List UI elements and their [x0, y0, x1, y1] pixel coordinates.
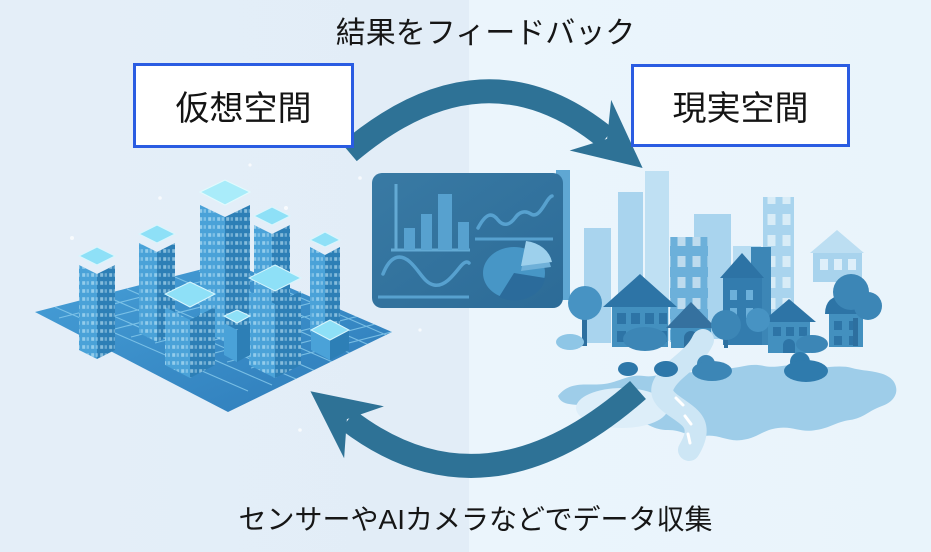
iso-building [222, 309, 252, 362]
top-caption: 結果をフィードバック [335, 17, 636, 50]
feedback-arrow-top [341, 79, 643, 168]
virtual-city-illustration [35, 179, 392, 412]
sparkle-dots [70, 163, 422, 432]
tree [746, 308, 770, 332]
virtual-space-label: 仮想空間 [175, 90, 312, 128]
iso-building [198, 179, 252, 342]
road [651, 329, 714, 461]
iso-building [309, 319, 351, 360]
dashboard-panel [372, 173, 563, 308]
house [810, 230, 864, 282]
bar-chart-icon [391, 184, 470, 252]
tree [568, 286, 602, 346]
iso-building [163, 281, 217, 378]
line-chart-icon [475, 194, 554, 241]
iso-building [308, 231, 342, 340]
iso-building [77, 246, 117, 359]
bottom-caption: センサーやAIカメラなどでデータ収集 [238, 504, 713, 535]
iso-building [247, 264, 303, 378]
wave-chart-icon [378, 255, 471, 299]
tree [833, 274, 882, 346]
real-space-label: 現実空間 [672, 90, 809, 128]
data-collection-arrow-bottom [310, 380, 646, 478]
bushes [556, 327, 828, 382]
virtual-space-box: 仮想空間 [133, 63, 354, 148]
iso-building [137, 224, 177, 342]
cycle-arrows [310, 79, 646, 478]
pie-chart-icon [483, 241, 552, 301]
tree [711, 310, 741, 348]
real-space-box: 現実空間 [631, 64, 850, 147]
real-city-illustration [556, 170, 897, 461]
